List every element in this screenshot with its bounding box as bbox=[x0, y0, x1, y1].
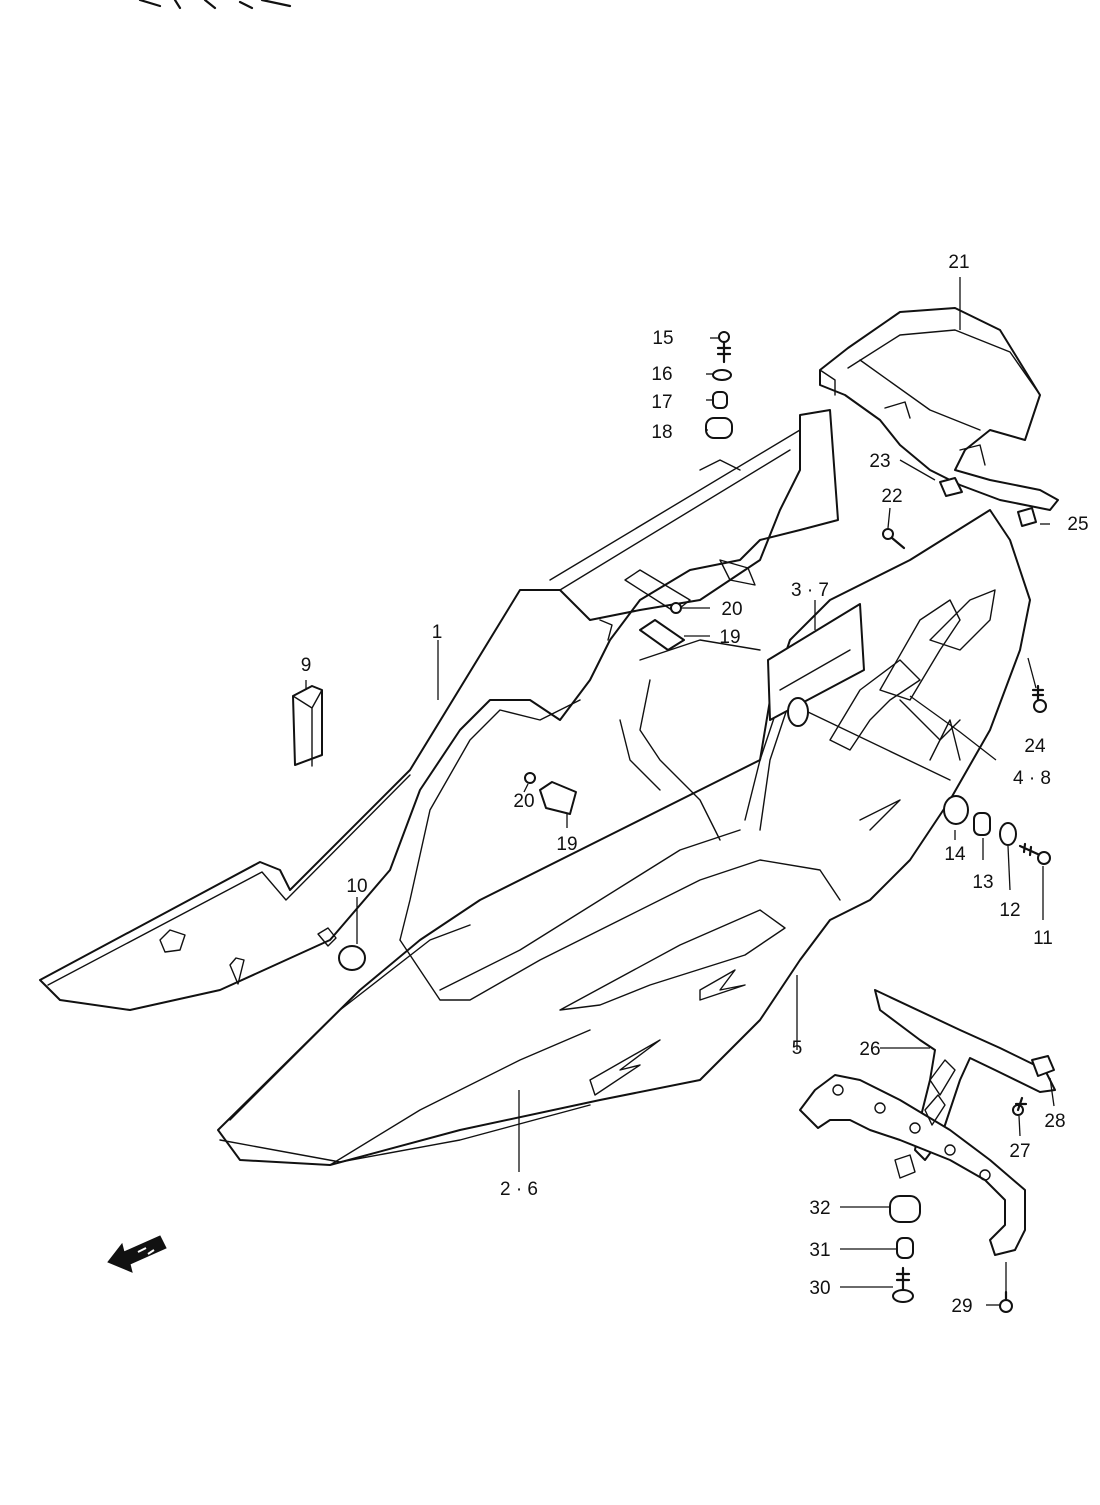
part-11-screw bbox=[1037, 851, 1051, 865]
part-28-nut bbox=[1031, 1055, 1055, 1077]
label-28: 28 bbox=[1044, 1111, 1065, 1132]
part-17-collar bbox=[712, 391, 728, 409]
label-22: 22 bbox=[881, 486, 902, 507]
part-19-bracket-lower bbox=[539, 781, 577, 815]
label-12: 12 bbox=[999, 900, 1020, 921]
label-19-lower: 19 bbox=[556, 834, 577, 855]
part-16-washer bbox=[712, 369, 732, 381]
label-5: 5 bbox=[792, 1038, 803, 1059]
label-19-upper: 19 bbox=[719, 627, 740, 648]
label-10: 10 bbox=[346, 876, 367, 897]
part-19-bracket-upper bbox=[639, 619, 685, 651]
label-2-6: 2 · 6 bbox=[500, 1179, 538, 1200]
part-12-washer bbox=[999, 822, 1017, 846]
label-30: 30 bbox=[809, 1278, 830, 1299]
part-15-screw bbox=[718, 331, 730, 343]
label-25: 25 bbox=[1067, 514, 1088, 535]
part-9-tag bbox=[292, 685, 323, 766]
label-3-7: 3 · 7 bbox=[791, 580, 829, 601]
part-20-screw-upper bbox=[670, 602, 682, 614]
label-27: 27 bbox=[1009, 1141, 1030, 1162]
part-25-nut bbox=[1017, 507, 1037, 527]
part-3-7-emblem bbox=[767, 603, 865, 721]
part-14-grommet bbox=[943, 795, 969, 825]
label-21: 21 bbox=[948, 252, 969, 273]
part-22-screw bbox=[882, 528, 894, 540]
label-16: 16 bbox=[651, 364, 672, 385]
label-29: 29 bbox=[951, 1296, 972, 1317]
label-14: 14 bbox=[944, 844, 966, 865]
part-4-8-badge bbox=[787, 697, 809, 727]
label-32: 32 bbox=[809, 1198, 830, 1219]
label-20-lower: 20 bbox=[513, 791, 534, 812]
label-31: 31 bbox=[809, 1240, 830, 1261]
label-13: 13 bbox=[972, 872, 993, 893]
rear-grab-cover bbox=[819, 307, 1059, 511]
part-18-grommet bbox=[705, 417, 733, 439]
label-26: 26 bbox=[859, 1039, 880, 1060]
label-20-upper: 20 bbox=[721, 599, 742, 620]
hardware-parts bbox=[292, 331, 1055, 1313]
label-23: 23 bbox=[869, 451, 890, 472]
rear-bracket-assembly bbox=[799, 989, 1056, 1256]
label-9: 9 bbox=[301, 655, 312, 676]
part-31-collar bbox=[896, 1237, 914, 1259]
part-29-bolt bbox=[999, 1299, 1013, 1313]
part-30-bolt bbox=[892, 1289, 914, 1303]
leader-lines bbox=[305, 277, 1055, 1306]
part-10-cushion bbox=[338, 945, 366, 971]
frame-cover-left bbox=[39, 409, 839, 1011]
part-24-screw bbox=[1033, 699, 1047, 713]
label-18: 18 bbox=[651, 422, 672, 443]
label-4-8: 4 · 8 bbox=[1013, 768, 1051, 789]
label-17: 17 bbox=[651, 392, 672, 413]
label-24: 24 bbox=[1024, 736, 1046, 757]
part-23-nut bbox=[939, 477, 963, 497]
front-direction-arrow-icon bbox=[107, 1235, 167, 1273]
label-11: 11 bbox=[1033, 928, 1053, 949]
label-1: 1 bbox=[432, 622, 443, 643]
part-13-collar bbox=[973, 812, 991, 836]
header-remnant bbox=[138, 0, 292, 10]
seat-tail-cowl bbox=[217, 509, 1031, 1166]
part-labels: 1 2 · 6 3 · 7 4 · 8 5 9 10 11 12 13 14 1… bbox=[301, 252, 1089, 1317]
part-32-grommet bbox=[889, 1195, 921, 1223]
part-20-screw-lower bbox=[524, 772, 536, 784]
label-15: 15 bbox=[652, 328, 673, 349]
